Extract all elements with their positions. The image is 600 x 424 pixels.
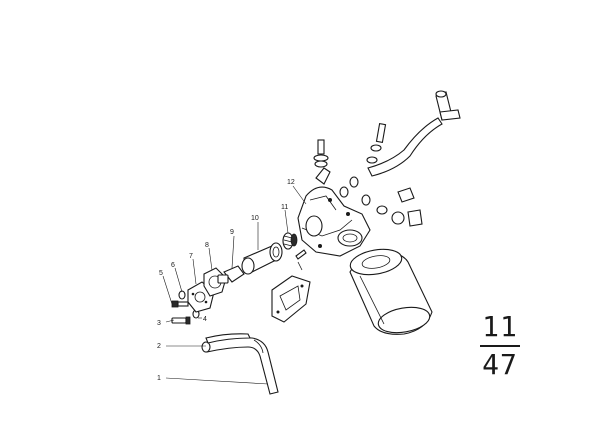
stud-bolt	[295, 249, 307, 271]
callout-9: 9	[230, 229, 234, 236]
callout-5: 5	[159, 270, 163, 277]
part-9-fitting	[217, 265, 245, 284]
callout-7: 7	[189, 253, 193, 260]
callout-8: 8	[205, 242, 209, 249]
group-number: 11	[482, 310, 518, 343]
upper-fittings	[313, 122, 423, 227]
part-6-washer	[178, 290, 186, 300]
leader-lines	[162, 185, 307, 385]
fraction-divider	[480, 345, 520, 347]
part-12-filter-housing	[297, 167, 371, 257]
callout-11: 11	[281, 204, 288, 211]
callout-10: 10	[251, 215, 259, 222]
oil-pressure-hose	[367, 90, 461, 177]
part-1-hose	[201, 337, 279, 395]
callout-12: 12	[287, 179, 295, 186]
part-5-bolt	[171, 300, 189, 308]
callout-6: 6	[171, 262, 175, 269]
callout-2: 2	[157, 343, 161, 350]
callout-4: 4	[203, 316, 207, 323]
callout-3: 3	[157, 320, 161, 327]
part-10-housing	[241, 242, 283, 275]
part-3-bolt	[171, 316, 191, 325]
oil-filter-cartridge	[349, 248, 433, 335]
part-11-thermostat	[282, 232, 298, 250]
callout-labels: 1 2 3 4 5 6 7 8 9 10 11 12	[157, 179, 295, 382]
bracket-plate	[271, 275, 311, 323]
callout-1: 1	[157, 375, 161, 382]
page-number: 47	[482, 348, 518, 381]
part-2-pipe	[205, 333, 251, 344]
